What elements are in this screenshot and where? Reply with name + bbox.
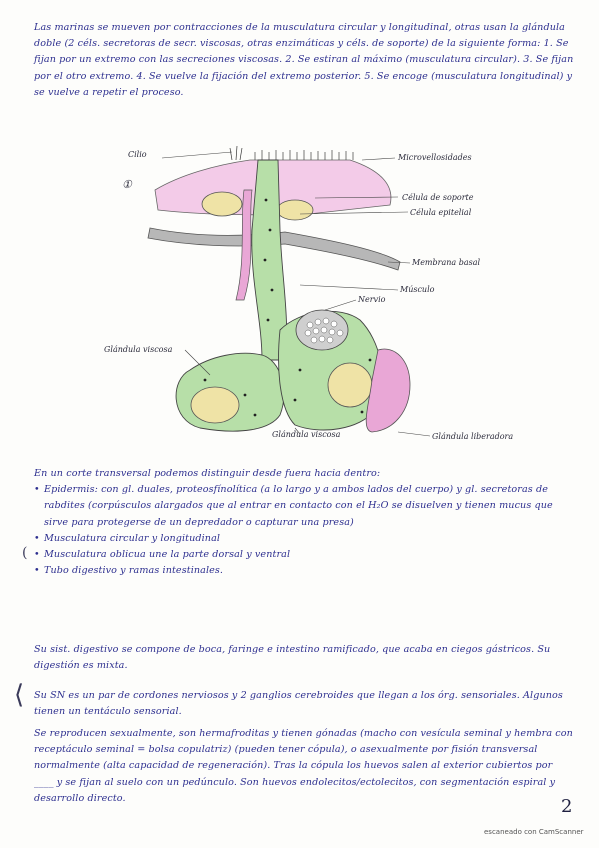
label-membrana-basal: Membrana basal bbox=[412, 258, 481, 267]
label-celula-epitelial: Célula epitelial bbox=[410, 208, 472, 217]
microvilli bbox=[254, 150, 354, 160]
label-cilio: Cilio bbox=[128, 150, 147, 159]
label-glandula-viscosa-bottom: Glándula viscosa bbox=[272, 430, 341, 439]
liberating-gland bbox=[365, 348, 411, 433]
support-cell-right bbox=[276, 199, 314, 221]
list-item: Musculatura oblicua une la parte dorsal … bbox=[34, 547, 574, 563]
page-number: 2 bbox=[561, 796, 573, 817]
support-cell-left bbox=[201, 191, 243, 217]
digestive-block: Su sist. digestivo se compone de boca, f… bbox=[34, 642, 574, 674]
scanner-watermark: escaneado con CamScanner bbox=[484, 828, 584, 836]
margin-mark-left: ( bbox=[22, 545, 28, 561]
cross-section-list: Epidermis: con gl. duales, proteosfínolí… bbox=[34, 482, 574, 579]
nerve-granules bbox=[304, 317, 344, 344]
central-gland-nucleus bbox=[327, 362, 373, 408]
margin-bracket: ⟨ bbox=[14, 680, 25, 710]
paragraph-digestive: Su sist. digestivo se compone de boca, f… bbox=[34, 644, 551, 672]
list-item: Epidermis: con gl. duales, proteosfínolí… bbox=[34, 482, 574, 531]
cross-section-block: En un corte transversal podemos distingu… bbox=[34, 466, 574, 580]
cross-section-intro: En un corte transversal podemos distingu… bbox=[34, 468, 381, 479]
leader-lines bbox=[161, 151, 431, 437]
label-nervio: Nervio bbox=[358, 295, 386, 304]
list-item: Musculatura circular y longitudinal bbox=[34, 531, 574, 547]
label-musculo: Músculo bbox=[400, 285, 435, 294]
viscous-gland-nucleus bbox=[190, 386, 240, 424]
epidermis-diagram bbox=[147, 145, 431, 437]
label-glandula-viscosa-left: Glándula viscosa bbox=[104, 345, 173, 354]
label-celula-soporte: Célula de soporte bbox=[402, 193, 474, 202]
label-number: ① bbox=[122, 178, 132, 191]
paragraph-reproduction: Se reproducen sexualmente, son hermafrod… bbox=[34, 728, 573, 804]
list-item: Tubo digestivo y ramas intestinales. bbox=[34, 563, 574, 579]
paragraph-locomotion-text: Las marinas se mueven por contracciones … bbox=[34, 22, 574, 98]
cell-dots bbox=[203, 198, 372, 417]
pink-neck bbox=[235, 189, 253, 301]
paragraph-locomotion: Las marinas se mueven por contracciones … bbox=[34, 20, 574, 101]
nervous-block: Su SN es un par de cordones nerviosos y … bbox=[34, 688, 574, 720]
reproduction-block: Se reproducen sexualmente, son hermafrod… bbox=[34, 726, 574, 807]
label-microvellosidades: Microvellosidades bbox=[398, 153, 472, 162]
paragraph-nervous: Su SN es un par de cordones nerviosos y … bbox=[34, 690, 563, 718]
cilia bbox=[229, 145, 243, 161]
label-glandula-liberadora: Glándula liberadora bbox=[432, 432, 514, 441]
